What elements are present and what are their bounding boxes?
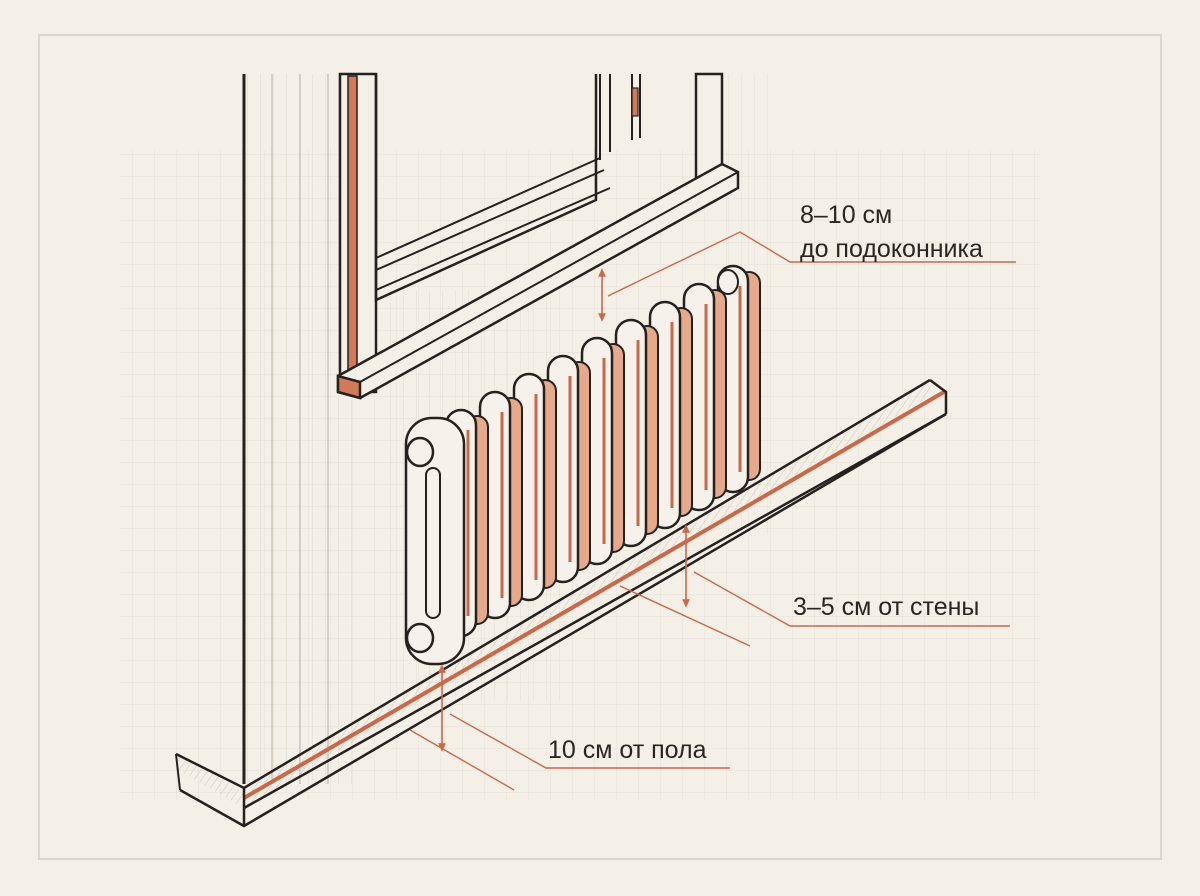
sill-distance-value: 8–10 см [800, 201, 893, 229]
sill-distance-label: 8–10 см до подоконника [800, 198, 983, 266]
radiator-bottom-plug [405, 622, 435, 654]
radiator-top-plug [405, 436, 435, 468]
radiator-icon [404, 264, 761, 666]
dimension-lines [409, 231, 1016, 791]
wall-corner [242, 74, 356, 784]
skirting-board [175, 378, 948, 828]
radiator-end-plate [404, 416, 466, 666]
window [336, 72, 740, 400]
floor-distance-label: 10 см от пола [548, 736, 707, 764]
diagram-frame [38, 34, 1162, 860]
wall-distance-label: 3–5 см от стены [793, 593, 980, 621]
sill-distance-caption: до подоконника [800, 235, 983, 263]
radiator-slot [425, 467, 441, 619]
radiator-rear-plug [717, 269, 739, 295]
